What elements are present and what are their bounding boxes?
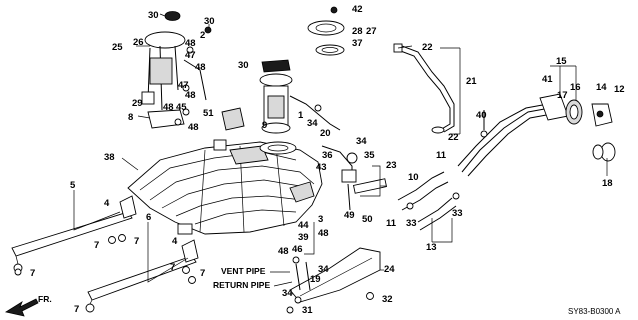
part-label: 36 [322,150,333,161]
front-direction-arrow [4,298,39,317]
part-label: 38 [104,152,115,163]
tank-strap-6 [85,239,199,313]
fuel-gauge-unit [141,11,245,131]
part-label: 30 [204,16,215,27]
part-label: 9 [262,120,267,131]
fuel-filler-pipe [457,93,616,177]
part-label: 45 [176,102,187,113]
part-label: 39 [298,232,309,243]
part-label: 27 [366,26,377,37]
part-label: 48 [163,102,174,113]
part-label: 49 [344,210,355,221]
part-label: 1 [298,110,304,121]
part-label: 47 [185,50,196,61]
part-label: 10 [408,172,419,183]
part-label: 7 [134,236,139,247]
part-label: 47 [178,80,189,91]
part-label: 20 [320,128,331,139]
part-label: 7 [200,268,205,279]
part-label: 16 [570,82,581,93]
part-label: 30 [148,10,159,21]
pipe-bracket-24 [286,247,381,314]
part-label: 7 [170,262,175,273]
filler-hoses [352,171,460,231]
part-label: 31 [302,305,313,316]
part-label: 13 [426,242,437,253]
vent-pipe-21 [393,43,455,134]
return-pipe-assembly [321,145,358,211]
strap-bolts [14,234,196,284]
part-label: 8 [128,112,133,123]
gauge-seal-ring [307,6,345,56]
part-label: 35 [364,150,375,161]
part-label: 7 [30,268,35,279]
front-marker-label: FR. [38,294,52,304]
part-label: 21 [466,76,477,87]
part-label: 3 [318,214,323,225]
part-label: 22 [448,132,459,143]
part-label: 17 [557,90,568,101]
part-label: 23 [386,160,397,171]
part-label: 41 [542,74,553,85]
part-label: 34 [356,136,367,147]
part-label: 25 [112,42,123,53]
part-label: 22 [422,42,433,53]
part-label: 11 [436,150,447,161]
part-label: 11 [386,218,397,229]
diagram-code: SY83-B0300 A [568,307,621,316]
part-label: 46 [292,244,303,255]
part-label: 48 [185,38,196,49]
fuel-pump-unit [259,59,341,155]
part-label: 48 [278,246,289,257]
part-label: 48 [185,90,196,101]
part-label: 12 [614,84,625,95]
part-label: 26 [133,37,144,48]
part-label: 48 [188,122,199,133]
part-label: 2 [200,30,205,41]
part-label: 34 [307,118,318,129]
part-label: 5 [70,180,76,191]
part-label: 50 [362,214,373,225]
part-number-labels: 30 30 2 26 25 48 47 48 47 48 29 48 45 8 … [30,4,625,316]
part-label: 44 [298,220,309,231]
part-label: 14 [596,82,607,93]
part-label: 40 [476,110,487,121]
part-label: 32 [382,294,393,305]
part-label: 48 [318,228,329,239]
part-label: 37 [352,38,363,49]
part-label: 48 [195,62,206,73]
part-label: 15 [556,56,567,67]
part-label: 30 [238,60,249,71]
leader-lines [73,13,608,287]
part-label: 43 [316,162,327,173]
part-label: 19 [310,274,321,285]
return-pipe-callout: RETURN PIPE [213,280,270,290]
vent-pipe-callout: VENT PIPE [221,266,266,276]
part-label: 28 [352,26,363,37]
part-label: 4 [172,236,178,247]
part-label: 7 [74,304,79,315]
part-label: 34 [282,288,293,299]
part-label: 33 [452,208,463,219]
part-label: 4 [104,198,110,209]
part-label: 34 [318,264,329,275]
part-label: 51 [203,108,214,119]
part-label: 24 [384,264,395,275]
part-label: 6 [146,212,151,223]
part-label: 42 [352,4,363,15]
part-label: 33 [406,218,417,229]
part-label: 29 [132,98,143,109]
part-label: 7 [94,240,99,251]
fuel-tank [127,139,323,235]
part-label: 18 [602,178,613,189]
